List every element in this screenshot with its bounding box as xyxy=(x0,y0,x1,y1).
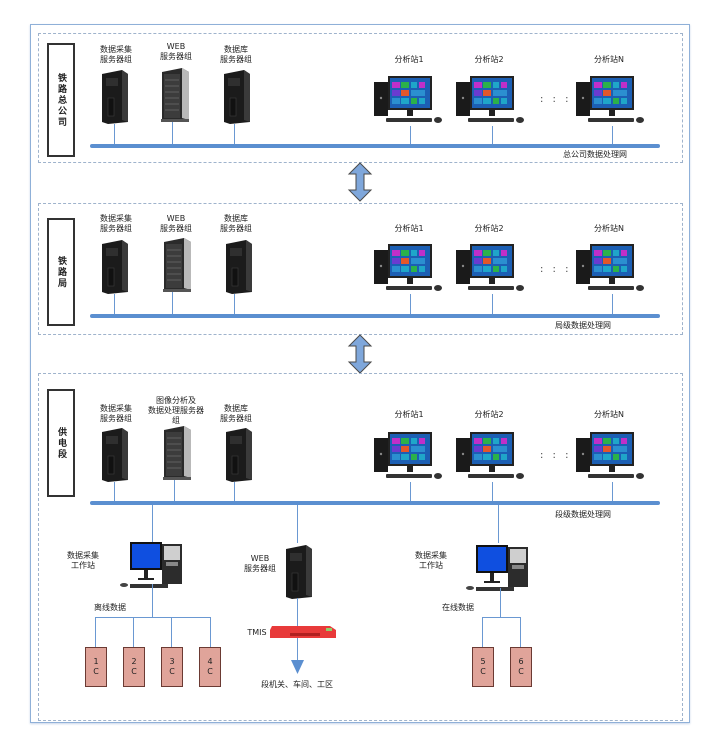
web-server-icon xyxy=(162,236,192,292)
tier-label: 铁路局 xyxy=(47,218,75,326)
server-label: 数据采集 服务器组 xyxy=(100,404,132,423)
analysis-station-icon xyxy=(574,74,648,126)
server-label: 数据采集 服务器组 xyxy=(100,45,132,64)
analysis-station-icon xyxy=(574,430,648,482)
bidirectional-arrow-icon xyxy=(347,162,373,202)
online-workstation-icon xyxy=(462,543,532,599)
workstation-label: 数据采集 工作站 xyxy=(67,551,99,570)
analysis-station-icon xyxy=(372,74,446,126)
server-label: WEB 服务器组 xyxy=(160,214,192,233)
database-server-icon xyxy=(224,238,254,294)
network-label: 总公司数据处理网 xyxy=(563,150,627,159)
server-label: 数据库 服务器组 xyxy=(220,45,252,64)
server-label: WEB 服务器组 xyxy=(160,42,192,61)
database-server-icon xyxy=(224,426,254,482)
image-analysis-server-icon xyxy=(162,424,192,480)
tier-label: 铁路总公司 xyxy=(47,43,75,157)
analysis-station-icon xyxy=(372,242,446,294)
down-arrow-icon xyxy=(291,660,304,674)
server-label: 数据采集 服务器组 xyxy=(100,214,132,233)
web-server-label: WEB 服务器组 xyxy=(244,554,276,573)
web-server-icon xyxy=(284,543,314,599)
network-bus xyxy=(90,314,660,318)
tmis-label: TMIS xyxy=(247,628,267,637)
ellipsis: : : : xyxy=(540,450,572,461)
online-data-label: 在线数据 xyxy=(442,603,474,612)
ellipsis: : : : xyxy=(540,264,572,275)
tier-power-supply-section xyxy=(38,373,683,721)
database-server-icon xyxy=(222,68,252,124)
bidirectional-arrow-icon xyxy=(347,334,373,374)
offline-data-label: 离线数据 xyxy=(94,603,126,612)
station-label: 分析站N xyxy=(594,224,624,233)
tier-label: 供电段 xyxy=(47,389,75,497)
server-label: 图像分析及 数据处理服务器 组 xyxy=(148,396,204,425)
server-label: 数据库 服务器组 xyxy=(220,214,252,233)
station-label: 分析站2 xyxy=(474,224,504,233)
analysis-station-icon xyxy=(454,242,528,294)
station-label: 分析站1 xyxy=(394,410,424,419)
ellipsis: : : : xyxy=(540,94,572,105)
offline-workstation-icon xyxy=(116,540,186,596)
tmis-router-icon xyxy=(270,626,336,638)
analysis-station-icon xyxy=(574,242,648,294)
network-label: 段级数据处理网 xyxy=(555,510,611,519)
data-collection-server-icon xyxy=(100,238,130,294)
network-bus xyxy=(90,501,660,505)
analysis-station-icon xyxy=(454,430,528,482)
web-server-icon xyxy=(160,66,190,122)
station-label: 分析站1 xyxy=(394,224,424,233)
server-label: 数据库 服务器组 xyxy=(220,404,252,423)
data-collection-server-icon xyxy=(100,426,130,482)
tier-railway-bureau xyxy=(38,203,683,335)
station-label: 分析站N xyxy=(594,410,624,419)
station-label: 分析站N xyxy=(594,55,624,64)
station-label: 分析站1 xyxy=(394,55,424,64)
tier-railway-corporation xyxy=(38,33,683,163)
station-label: 分析站2 xyxy=(474,55,504,64)
network-label: 局级数据处理网 xyxy=(555,321,611,330)
station-label: 分析站2 xyxy=(474,410,504,419)
analysis-station-icon xyxy=(454,74,528,126)
analysis-station-icon xyxy=(372,430,446,482)
target-label: 段机关、车间、工区 xyxy=(261,680,333,689)
workstation-label: 数据采集 工作站 xyxy=(415,551,447,570)
data-collection-server-icon xyxy=(100,68,130,124)
network-bus xyxy=(90,144,660,148)
